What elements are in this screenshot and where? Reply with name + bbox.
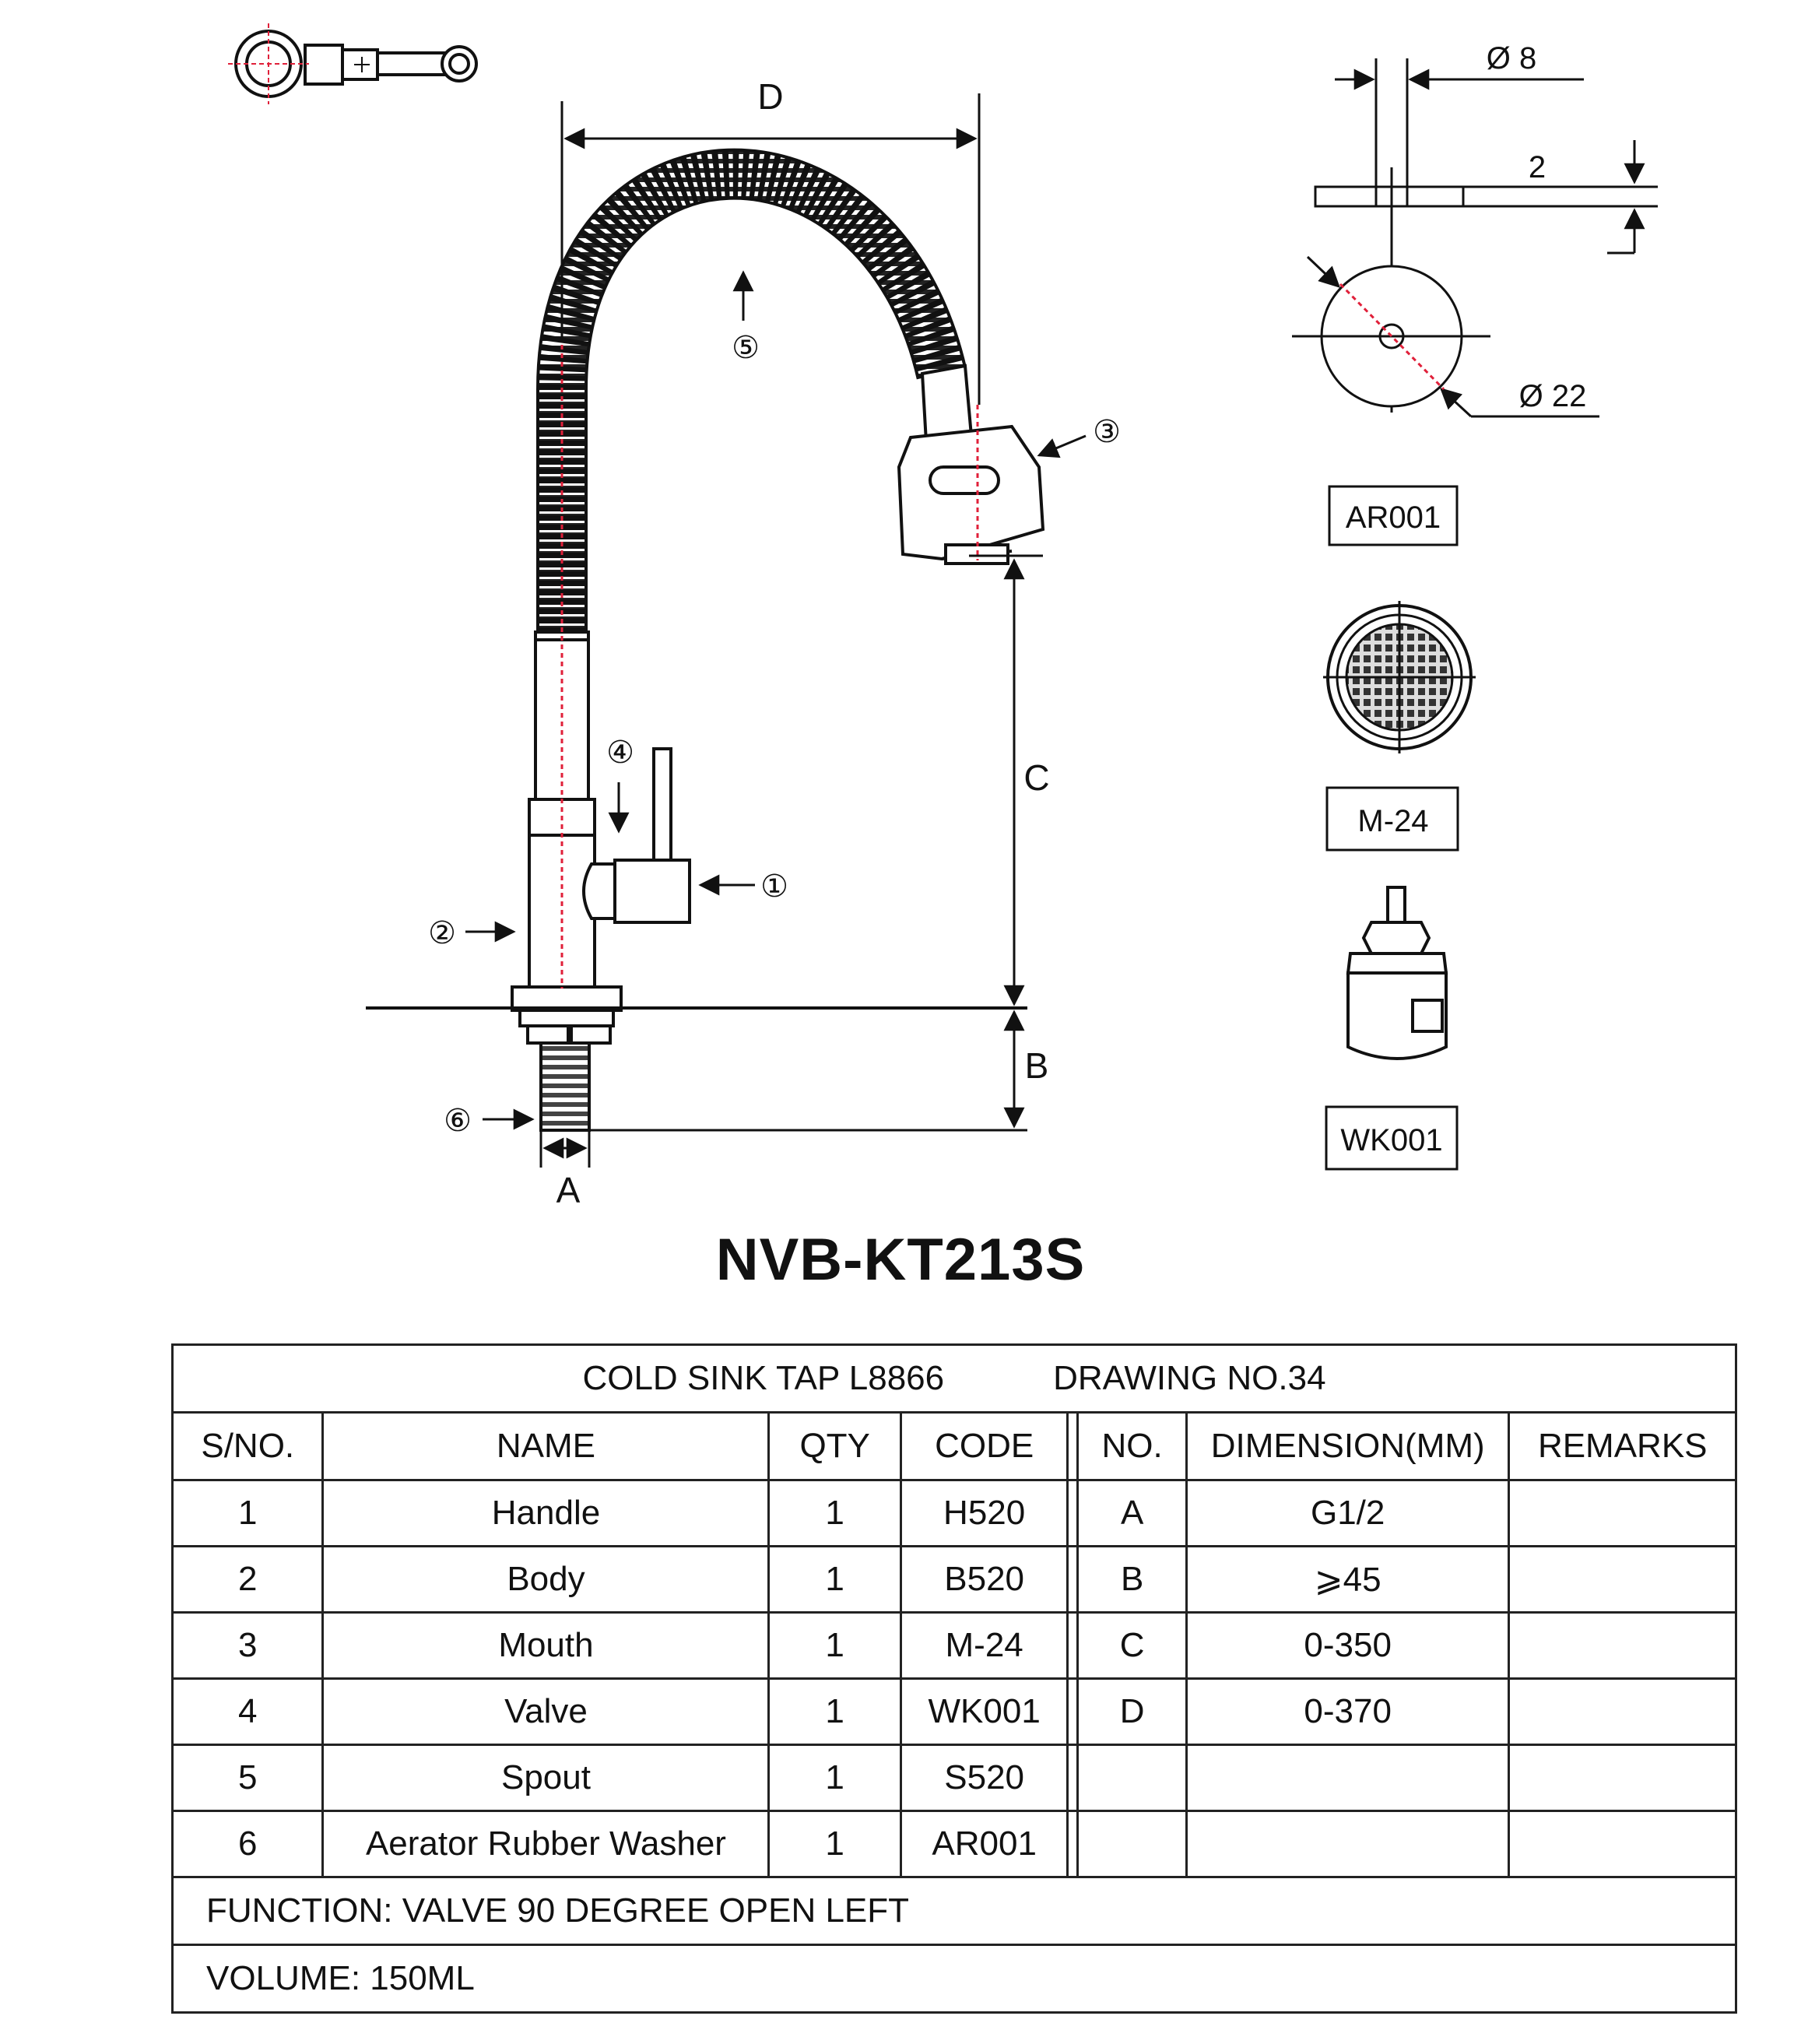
aerator-icon	[1323, 601, 1476, 753]
threaded-inlet	[539, 1041, 591, 1132]
row-remarks	[1508, 1677, 1737, 1746]
row-qty: 1	[767, 1479, 902, 1547]
row-name: Mouth	[321, 1611, 771, 1680]
callout-3: ③	[1093, 415, 1121, 449]
header-sno: S/NO.	[170, 1411, 325, 1481]
table-row: 2 Body 1 B520 B ⩾45	[170, 1545, 1737, 1614]
row-remarks	[1508, 1611, 1737, 1680]
washer-thickness: 2	[1529, 150, 1546, 184]
header-code: CODE	[899, 1411, 1069, 1481]
spec-table: COLD SINK TAP L8866 DRAWING NO.34 S/NO. N…	[170, 1343, 1737, 2014]
row-code: M-24	[899, 1611, 1069, 1680]
row-dimension: 0-370	[1185, 1677, 1511, 1746]
row-code: WK001	[899, 1677, 1069, 1746]
row-remarks	[1508, 1744, 1737, 1812]
faucet-body	[511, 630, 623, 1045]
header-name: NAME	[321, 1411, 771, 1481]
row-qty: 1	[767, 1744, 902, 1812]
table-caption: COLD SINK TAP L8866 DRAWING NO.34	[171, 1343, 1737, 1414]
dim-label-b: B	[1025, 1045, 1049, 1086]
row-name: Spout	[321, 1744, 771, 1812]
row-dimension: 0-350	[1185, 1611, 1511, 1680]
row-dimension	[1185, 1810, 1511, 1878]
row-code: S520	[899, 1744, 1069, 1812]
part-label-ar001: AR001	[1346, 500, 1441, 535]
product-name: COLD SINK TAP L8866	[582, 1359, 945, 1397]
washer-detail	[1292, 58, 1658, 418]
row-no	[1076, 1810, 1188, 1878]
row-remarks	[1508, 1479, 1737, 1547]
row-sno: 3	[170, 1611, 325, 1680]
table-row: 1 Handle 1 H520 A G1/2	[170, 1479, 1737, 1547]
row-sno: 4	[170, 1677, 325, 1746]
handle	[582, 747, 691, 924]
row-qty: 1	[767, 1677, 902, 1746]
table-row: 5 Spout 1 S520	[170, 1744, 1737, 1812]
valve-cartridge-icon	[1346, 886, 1448, 1060]
function-note: FUNCTION: VALVE 90 DEGREE OPEN LEFT	[171, 1876, 1737, 1946]
row-sno: 2	[170, 1545, 325, 1614]
row-name: Handle	[321, 1479, 771, 1547]
header-dimension: DIMENSION(MM)	[1185, 1411, 1511, 1481]
row-dimension: ⩾45	[1185, 1545, 1511, 1614]
dim-label-c: C	[1023, 757, 1049, 798]
header-remarks: REMARKS	[1508, 1411, 1737, 1481]
volume-note: VOLUME: 150ML	[171, 1944, 1737, 2014]
row-sno: 6	[170, 1810, 325, 1878]
row-sno: 1	[170, 1479, 325, 1547]
part-label-wk001: WK001	[1340, 1123, 1442, 1157]
callout-5: ⑤	[732, 331, 760, 365]
dim-label-d: D	[757, 76, 783, 117]
faucet-technical-drawing: D C B A ⑤ ③ ④ ① ② ⑥	[228, 23, 1658, 1210]
callout-4: ④	[606, 736, 634, 770]
row-name: Valve	[321, 1677, 771, 1746]
mouth-aerator-head	[897, 424, 1045, 565]
table-row: 6 Aerator Rubber Washer 1 AR001	[170, 1810, 1737, 1878]
row-no: D	[1076, 1677, 1188, 1746]
row-qty: 1	[767, 1611, 902, 1680]
table-header-row: S/NO. NAME QTY CODE NO. DIMENSION(MM) RE…	[170, 1411, 1737, 1481]
row-name: Aerator Rubber Washer	[321, 1810, 771, 1878]
callout-6: ⑥	[444, 1104, 472, 1138]
row-sno: 5	[170, 1744, 325, 1812]
table-row: 3 Mouth 1 M-24 C 0-350	[170, 1611, 1737, 1680]
row-dimension: G1/2	[1185, 1479, 1511, 1547]
row-code: H520	[899, 1479, 1069, 1547]
drawing-number: DRAWING NO.34	[1053, 1359, 1326, 1397]
dim-label-a: A	[556, 1170, 581, 1210]
row-no: C	[1076, 1611, 1188, 1680]
top-view-thumbnail	[234, 30, 478, 98]
row-qty: 1	[767, 1810, 902, 1878]
row-code: B520	[899, 1545, 1069, 1614]
row-no	[1076, 1744, 1188, 1812]
row-remarks	[1508, 1810, 1737, 1878]
row-no: B	[1076, 1545, 1188, 1614]
row-name: Body	[321, 1545, 771, 1614]
row-code: AR001	[899, 1810, 1069, 1878]
washer-outer-diameter: Ø 22	[1519, 379, 1587, 413]
callout-1: ①	[760, 869, 788, 904]
row-no: A	[1076, 1479, 1188, 1547]
row-remarks	[1508, 1545, 1737, 1614]
model-title: NVB-KT213S	[715, 1227, 1086, 1293]
table-row: 4 Valve 1 WK001 D 0-370	[170, 1677, 1737, 1746]
header-no: NO.	[1076, 1411, 1188, 1481]
row-qty: 1	[767, 1545, 902, 1614]
spout-hose	[536, 148, 967, 646]
part-label-m24: M-24	[1357, 804, 1428, 838]
header-qty: QTY	[767, 1411, 902, 1481]
row-dimension	[1185, 1744, 1511, 1812]
callout-2: ②	[428, 916, 456, 950]
washer-inner-diameter: Ø 8	[1487, 41, 1536, 76]
